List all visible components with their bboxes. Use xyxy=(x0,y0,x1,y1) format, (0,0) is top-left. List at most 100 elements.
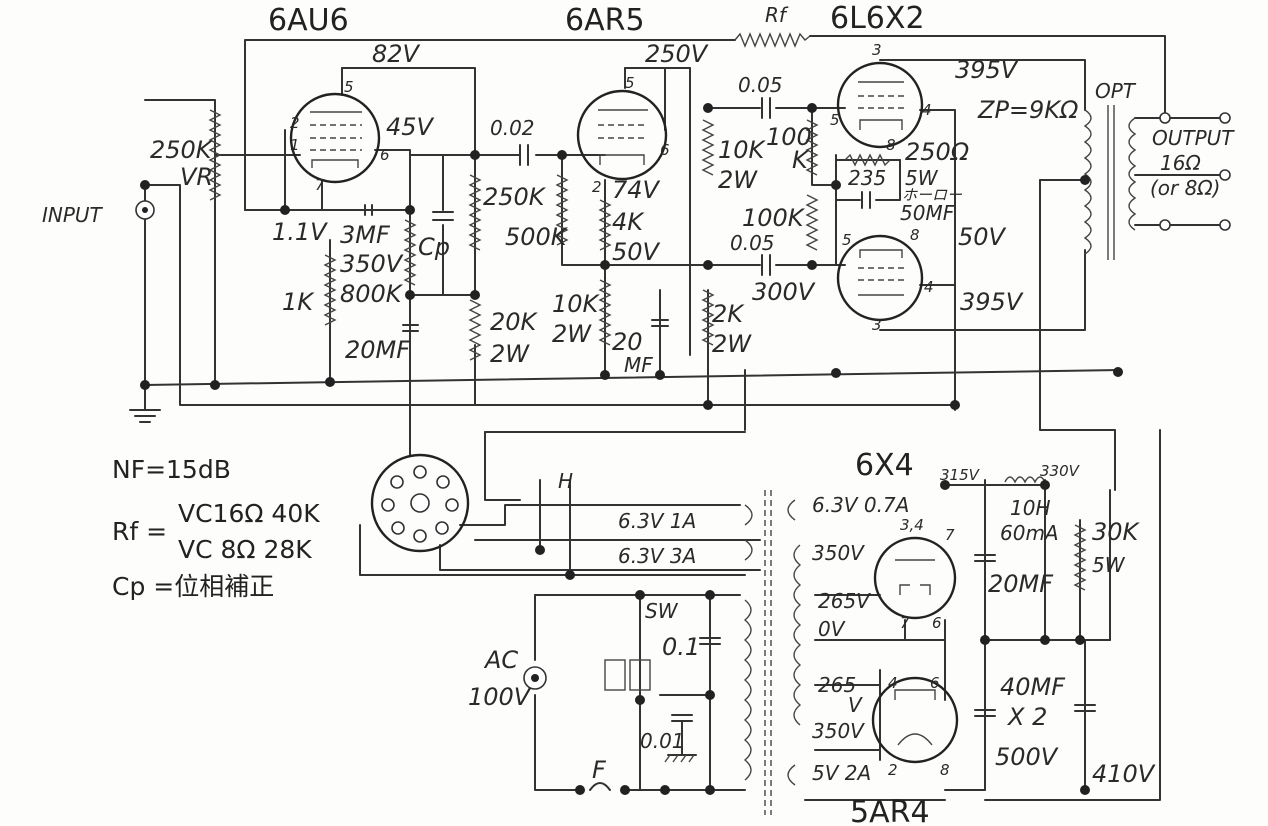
tube-6l6-upper xyxy=(836,61,924,149)
choke-10h: 10H xyxy=(1010,496,1051,520)
voltage-395v-top: 395V xyxy=(955,56,1019,84)
res-2k: 2K xyxy=(712,300,745,328)
note-nf: NF=15dB xyxy=(112,455,231,484)
terminals xyxy=(135,112,1231,690)
voltage-50v-cathode: 50V xyxy=(612,238,661,266)
res-10k-a: 10K xyxy=(718,136,767,164)
resistors xyxy=(208,32,1087,591)
voltage-82v: 82V xyxy=(372,40,421,68)
voltage-1-1v: 1.1V xyxy=(272,218,328,246)
voltage-74v: 74V xyxy=(612,176,661,204)
res-1k: 1K xyxy=(282,288,315,316)
svg-text:8: 8 xyxy=(940,761,950,779)
cap-500v: 500V xyxy=(995,743,1059,771)
cap-0-1: 0.1 xyxy=(662,633,700,661)
voltage-250v: 250V xyxy=(645,40,709,68)
cap-0-01: 0.01 xyxy=(640,729,685,753)
res-30k: 30K xyxy=(1092,518,1141,546)
res-100k-bottom: 100K xyxy=(742,204,806,232)
svg-text:2: 2 xyxy=(592,178,602,196)
svg-text:5: 5 xyxy=(830,111,840,129)
cap-0-05-top: 0.05 xyxy=(738,73,783,97)
res-10k-b: 10K xyxy=(552,290,601,318)
label-heater: H xyxy=(558,469,573,493)
note-rf-8: VC 8Ω 28K xyxy=(178,535,312,564)
note-rf-label: Rf = xyxy=(112,517,167,546)
sec-350v-b: 350V xyxy=(812,719,865,743)
label-ac: AC xyxy=(483,646,518,674)
svg-text:3: 3 xyxy=(872,316,882,334)
res-30k-watt: 5W xyxy=(1092,553,1126,577)
cap-20-b-unit: MF xyxy=(624,353,653,377)
sec-265v-a: 265V xyxy=(818,589,871,613)
svg-text:7: 7 xyxy=(900,614,910,632)
tube-label-6ar5: 6AR5 xyxy=(565,3,645,38)
res-235: 235 xyxy=(848,166,886,190)
voltage-50v-6l6: 50V xyxy=(958,223,1007,251)
svg-text:7: 7 xyxy=(315,176,325,194)
svg-text:1: 1 xyxy=(290,136,300,154)
svg-text:6: 6 xyxy=(380,146,390,164)
res-10k-b-watt: 2W xyxy=(552,320,592,348)
label-hollow: ホーロー xyxy=(902,186,963,204)
res-4k: 4K xyxy=(612,208,645,236)
label-opt: OPT xyxy=(1095,79,1137,103)
tube-label-6x4: 6X4 xyxy=(855,448,914,483)
svg-text:6: 6 xyxy=(930,674,940,692)
fuse xyxy=(589,782,611,791)
label-ac-voltage: 100V xyxy=(468,683,532,711)
label-8-ohm: (or 8Ω) xyxy=(1150,176,1220,200)
label-rf: Rf xyxy=(765,3,789,27)
tube-6au6 xyxy=(289,92,381,184)
res-250-ohm: 250Ω xyxy=(905,138,970,166)
label-input: INPUT xyxy=(42,203,104,227)
voltage-410v: 410V xyxy=(1092,760,1156,788)
svg-text:5: 5 xyxy=(625,74,635,92)
tube-6l6-lower xyxy=(836,234,924,322)
res-800k: 800K xyxy=(340,280,404,308)
sec-0v: 0V xyxy=(818,617,846,641)
heater-6-3v-0-7a: 6.3V 0.7A xyxy=(812,493,909,517)
res-2k-watt: 2W xyxy=(712,330,752,358)
res-20k-watt: 2W xyxy=(490,340,530,368)
capacitors xyxy=(364,97,1096,763)
svg-text:8: 8 xyxy=(886,136,896,154)
note-rf-16: VC16Ω 40K xyxy=(178,499,320,528)
res-20k: 20K xyxy=(490,308,539,336)
voltage-300v: 300V xyxy=(752,278,816,306)
junctions xyxy=(140,103,1123,795)
power-switch xyxy=(604,659,651,691)
tube-5ar4 xyxy=(871,676,959,764)
heater-6-3v-3a: 6.3V 3A xyxy=(618,544,696,568)
res-5w: 5W xyxy=(905,166,939,190)
cap-0-02: 0.02 xyxy=(490,116,535,140)
tube-label-6au6: 6AU6 xyxy=(268,3,349,38)
label-16-ohm: 16Ω xyxy=(1160,151,1201,175)
res-250k: 250K xyxy=(483,183,547,211)
svg-text:8: 8 xyxy=(910,226,920,244)
choke-coil xyxy=(1004,476,1046,484)
label-fuse: F xyxy=(592,756,607,784)
svg-text:2: 2 xyxy=(290,114,300,132)
pin-numbers: 5 2 1 6 7 5 6 2 3 5 4 8 5 8 4 3 3,4 7 7 … xyxy=(290,41,955,779)
cap-40mf-x2: X 2 xyxy=(1006,703,1047,731)
voltage-395v-bottom: 395V xyxy=(960,288,1024,316)
svg-text:3,4: 3,4 xyxy=(900,516,924,534)
heater-6-3v-1a: 6.3V 1A xyxy=(618,509,696,533)
res-100k-top: 100 xyxy=(766,123,812,151)
cap-40mf: 40MF xyxy=(1000,673,1066,701)
sec-350v-a: 350V xyxy=(812,541,865,565)
tube-6x4 xyxy=(873,536,957,620)
label-zp: ZP=9KΩ xyxy=(977,96,1079,124)
voltage-315v: 315V xyxy=(940,466,981,484)
cap-350v: 350V xyxy=(340,250,404,278)
label-cp: Cp xyxy=(418,233,450,261)
choke-60ma: 60mA xyxy=(1000,521,1059,545)
res-500k: 500K xyxy=(505,223,569,251)
cap-20mf-c: 20MF xyxy=(988,570,1054,598)
svg-text:4: 4 xyxy=(924,278,934,296)
voltage-330v: 330V xyxy=(1040,462,1081,480)
tube-label-5ar4: 5AR4 xyxy=(850,795,930,826)
